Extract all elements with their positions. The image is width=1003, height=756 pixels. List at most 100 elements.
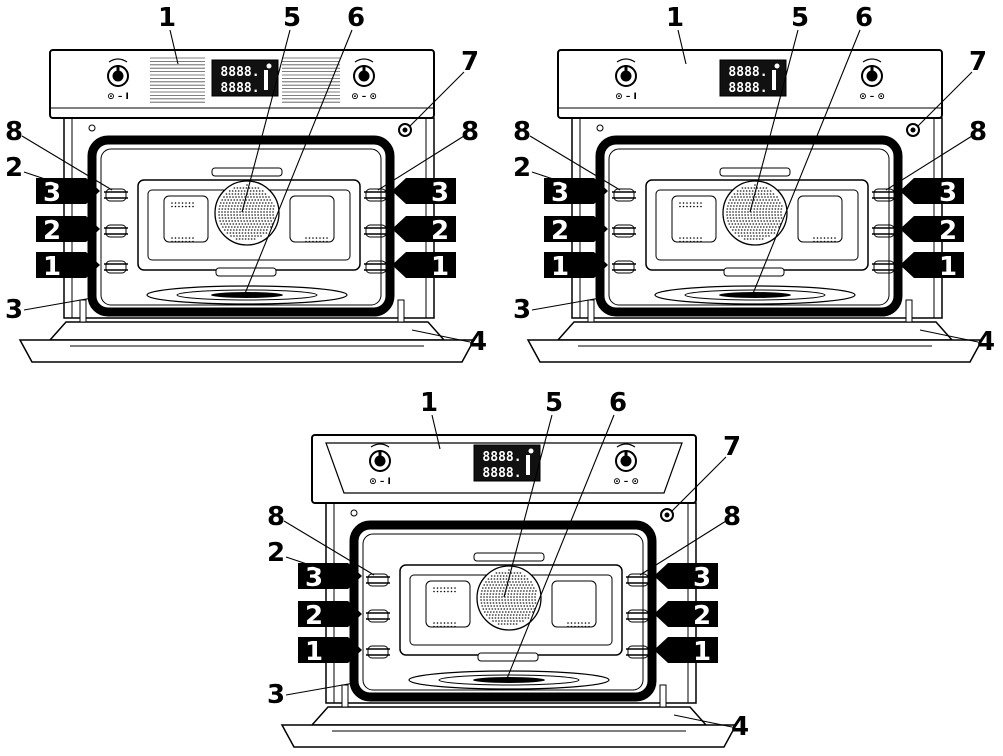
fan-cover-hole	[261, 190, 264, 192]
fan-cover-hole	[495, 611, 498, 613]
fan-cover-hole	[226, 229, 229, 231]
fan-cover-hole	[218, 208, 221, 210]
shelf-level-badge-left: 2	[544, 216, 608, 246]
fan-cover-hole	[766, 202, 769, 204]
fan-cover-hole	[737, 223, 740, 225]
shelf-rail-loop-right	[873, 188, 895, 202]
fan-cover-hole	[512, 614, 515, 616]
fan-cover-hole	[244, 223, 247, 225]
fan-cover-hole	[737, 229, 740, 231]
knob-arc-arrow	[370, 443, 390, 448]
fan-cover-hole	[772, 205, 774, 207]
shelf-level-badge-right: 3	[392, 178, 456, 208]
vent-hole	[686, 205, 688, 208]
fan-cover-hole	[501, 611, 504, 613]
knob-center	[866, 70, 878, 82]
fan-cover-hole	[757, 220, 760, 222]
shelf-badge-arrow	[544, 216, 608, 242]
shelf-rail-loop-left	[613, 260, 635, 274]
fan-cover-hole	[248, 208, 251, 210]
fan-cover-hole	[745, 202, 748, 204]
fan-cover-hole	[513, 620, 515, 622]
fan-cover-hole	[252, 202, 255, 204]
shelf-rail-right	[626, 612, 650, 620]
fan-cover-hole	[534, 593, 537, 595]
knob-center	[112, 70, 124, 82]
fan-cover-hole	[758, 232, 761, 234]
fan-cover-hole	[239, 208, 242, 210]
fan-cover-hole	[745, 193, 748, 195]
fan-cover-hole	[254, 217, 257, 219]
fan-cover-hole	[254, 226, 257, 228]
fan-cover-hole	[264, 220, 267, 222]
fan-cover-hole	[265, 232, 268, 234]
shelf-level-number: 1	[551, 252, 569, 282]
fan-cover-hole	[745, 220, 748, 222]
fan-cover-hole	[532, 590, 534, 592]
fan-cover-hole	[265, 223, 268, 225]
fan-cover-hole	[245, 208, 248, 210]
fan-cover-hole	[743, 229, 746, 231]
vent-hole	[178, 202, 180, 204]
fan-cover-hole	[227, 208, 230, 210]
oven-door-glass	[18, 339, 476, 363]
fan-cover-hole	[232, 232, 235, 234]
fan-cover-hole	[527, 608, 530, 610]
shelf-level-number: 2	[431, 216, 449, 246]
fan-cover-hole	[772, 202, 775, 204]
fan-cover-hole	[239, 226, 242, 228]
fan-cover-hole	[746, 196, 748, 198]
fan-cover-hole	[487, 590, 489, 592]
fan-cover-hole	[250, 229, 253, 231]
fan-cover-hole	[219, 202, 222, 204]
fan-cover-hole	[236, 208, 239, 210]
fan-cover-hole	[248, 226, 251, 228]
fan-cover-hole	[235, 232, 238, 234]
fan-cover-hole	[736, 202, 739, 204]
vent-hole	[443, 622, 446, 624]
fan-cover-hole	[743, 196, 745, 198]
knob-center	[620, 455, 632, 467]
fan-cover-hole	[780, 214, 782, 216]
fan-cover-hole	[753, 235, 755, 237]
fan-cover-hole	[260, 214, 262, 216]
fan-cover-hole	[759, 226, 762, 228]
fan-cover-hole	[233, 226, 236, 228]
fan-cover-hole	[741, 226, 744, 228]
vent-hole	[682, 240, 685, 243]
fan-cover-hole	[777, 211, 779, 213]
fan-cover-hole	[234, 190, 237, 192]
fan-cover-hole	[758, 229, 761, 231]
fan-cover-hole	[486, 593, 489, 595]
fan-cover-hole	[496, 605, 499, 607]
fan-cover-hole	[245, 226, 248, 228]
fan-cover-hole	[524, 614, 527, 616]
fan-cover-hole	[732, 211, 734, 213]
fan-cover-hole	[268, 196, 270, 198]
shelf-rail-loop-right	[365, 188, 387, 202]
fan-cover-hole	[242, 214, 245, 216]
callout-leader-line	[671, 456, 727, 512]
vent-hole	[440, 587, 442, 589]
fan-cover-hole	[766, 190, 769, 192]
shelf-level-badge-left: 3	[544, 178, 608, 208]
fan-cover-hole	[740, 232, 743, 234]
cavity-vent-right	[551, 580, 597, 628]
fan-cover-hole	[774, 217, 777, 219]
door-hinge-right	[659, 684, 667, 708]
fan-cover-hole	[261, 193, 264, 195]
fan-cover-hole	[752, 232, 755, 234]
shelf-level-badge-right: 1	[900, 252, 964, 282]
fan-cover-hole	[757, 193, 760, 195]
fan-cover-hole	[762, 199, 765, 201]
knob-center	[620, 70, 632, 82]
vent-hole	[192, 237, 194, 239]
fan-cover-hole	[746, 229, 749, 231]
vent-hole	[188, 205, 191, 208]
fan-cover-hole	[262, 223, 265, 225]
vent-hole	[326, 237, 328, 239]
shelf-level-badge-left: 2	[36, 216, 100, 246]
fan-cover-hole	[231, 205, 233, 207]
fan-cover-hole	[733, 193, 736, 195]
vent-hole	[823, 240, 826, 243]
